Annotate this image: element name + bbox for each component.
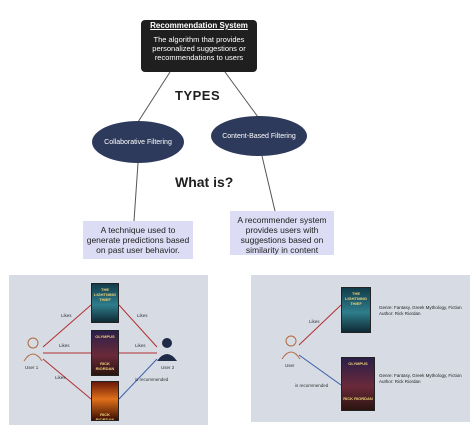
book1-title: THE LIGHTNING THIEF	[94, 287, 116, 302]
content-book2-info: Genre: Fantasy, Greek Mythology, Fiction…	[379, 373, 469, 385]
content-book2-cover-author: RICK RIORDAN	[343, 396, 373, 401]
content-book1-info: Genre: Fantasy, Greek Mythology, Fiction…	[379, 305, 469, 317]
recommended-label: is recommended	[135, 377, 169, 382]
book2-title: OLYMPUS	[95, 334, 115, 339]
likes-label-5: Likes	[135, 343, 146, 348]
lightning-thief-cover: THE LIGHTNING THIEF	[91, 283, 119, 323]
what-is-label: What is?	[175, 174, 234, 190]
content-olympus-cover: OLYMPUS RICK RIORDAN	[341, 357, 375, 411]
types-label: TYPES	[175, 88, 221, 103]
content-book2-author: Author: Rick Riordan	[379, 379, 421, 384]
user2-label: User 2	[161, 365, 175, 370]
content-example-panel: Likes is recommended User THE LIGHTNING …	[251, 275, 470, 422]
content-book2-genre: Genre: Fantasy, Greek Mythology, Fiction	[379, 373, 462, 378]
collaborative-definition: A technique used to generate predictions…	[83, 221, 193, 259]
content-based-definition: A recommender system provides users with…	[230, 211, 334, 255]
likes-label-1: Likes	[61, 313, 72, 318]
likes-label-2: Likes	[59, 343, 70, 348]
olympus-cover: OLYMPUS RICK RIORDAN	[91, 330, 119, 376]
content-book1-author: Author: Rick Riordan	[379, 311, 421, 316]
content-book2-title: OLYMPUS	[348, 361, 368, 366]
content-user-label: User	[285, 363, 295, 368]
content-lightning-thief-cover: THE LIGHTNING THIEF	[341, 287, 371, 333]
fire-book-cover: RICK RIORDAN	[91, 381, 119, 421]
collaborative-example-panel: Likes Likes Likes Likes Likes is recomme…	[9, 275, 208, 425]
collaborative-links	[23, 304, 177, 400]
content-based-filtering-node: Content-Based Filtering	[211, 116, 307, 156]
likes-label-4: Likes	[137, 313, 148, 318]
content-book1-title: THE LIGHTNING THIEF	[345, 291, 367, 306]
content-links	[281, 304, 342, 386]
root-title: Recommendation System	[150, 21, 248, 30]
recommendation-system-box: Recommendation System The algorithm that…	[141, 20, 257, 72]
user1-label: User 1	[25, 365, 39, 370]
content-recommended-label: is recommended	[295, 383, 329, 388]
collaborative-filtering-node: Collaborative Filtering	[92, 121, 184, 163]
likes-label-3: Likes	[55, 375, 66, 380]
book2-author: RICK RIORDAN	[95, 361, 115, 371]
book3-author: RICK RIORDAN	[95, 412, 115, 421]
content-book1-genre: Genre: Fantasy, Greek Mythology, Fiction	[379, 305, 462, 310]
content-likes-label: Likes	[309, 319, 320, 324]
root-description: The algorithm that provides personalized…	[152, 35, 246, 62]
